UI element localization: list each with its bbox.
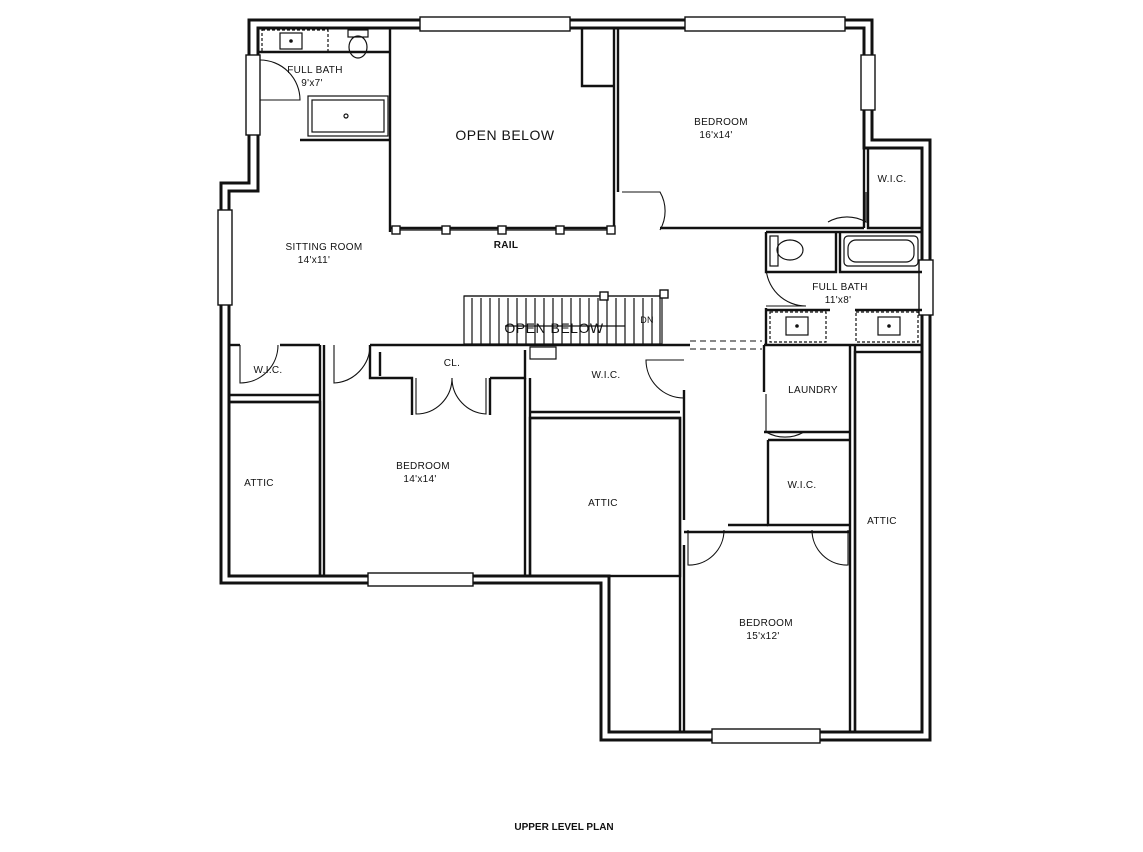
bedroom2-dims: 14'x14' [403, 474, 436, 485]
staircase [463, 289, 669, 360]
bath1-name: FULL BATH [287, 65, 343, 76]
windows [217, 16, 934, 744]
attic1-label: ATTIC [244, 478, 274, 489]
wic4-label: W.I.C. [787, 480, 816, 491]
bath2-name: FULL BATH [812, 282, 868, 293]
sitting-room-name: SITTING ROOM [286, 242, 363, 253]
wic3-label: W.I.C. [591, 370, 620, 381]
wic1-label: W.I.C. [877, 174, 906, 185]
bath-fixtures [261, 29, 919, 343]
bedroom2-name: BEDROOM [396, 461, 450, 472]
laundry-label: LAUNDRY [788, 385, 838, 396]
rail-label: RAIL [494, 240, 519, 251]
railing [391, 225, 616, 235]
plan-title: UPPER LEVEL PLAN [514, 822, 613, 833]
sitting-room-dims: 14'x11' [298, 255, 330, 266]
bedroom1-name: BEDROOM [694, 117, 748, 128]
bedroom3-dims: 15'x12' [746, 631, 779, 642]
door-swings [239, 59, 867, 566]
room-labels: FULL BATH 9'x7' OPEN BELOW BEDROOM 16'x1… [244, 65, 906, 642]
bedroom3-name: BEDROOM [739, 618, 793, 629]
open-below-1-label: OPEN BELOW [455, 127, 554, 143]
stair-dn-label: DN [640, 315, 654, 325]
closet-label: CL. [444, 358, 460, 369]
dashed-line [690, 340, 762, 350]
exterior-walls [219, 18, 932, 742]
wic2-label: W.I.C. [253, 365, 282, 376]
open-below-2-label: OPEN BELOW [504, 320, 603, 336]
bath1-dims: 9'x7' [301, 78, 322, 89]
bath2-dims: 11'x8' [825, 295, 852, 306]
bedroom1-dims: 16'x14' [699, 130, 732, 141]
attic3-label: ATTIC [867, 516, 897, 527]
attic2-label: ATTIC [588, 498, 618, 509]
interior-walls [227, 28, 924, 734]
